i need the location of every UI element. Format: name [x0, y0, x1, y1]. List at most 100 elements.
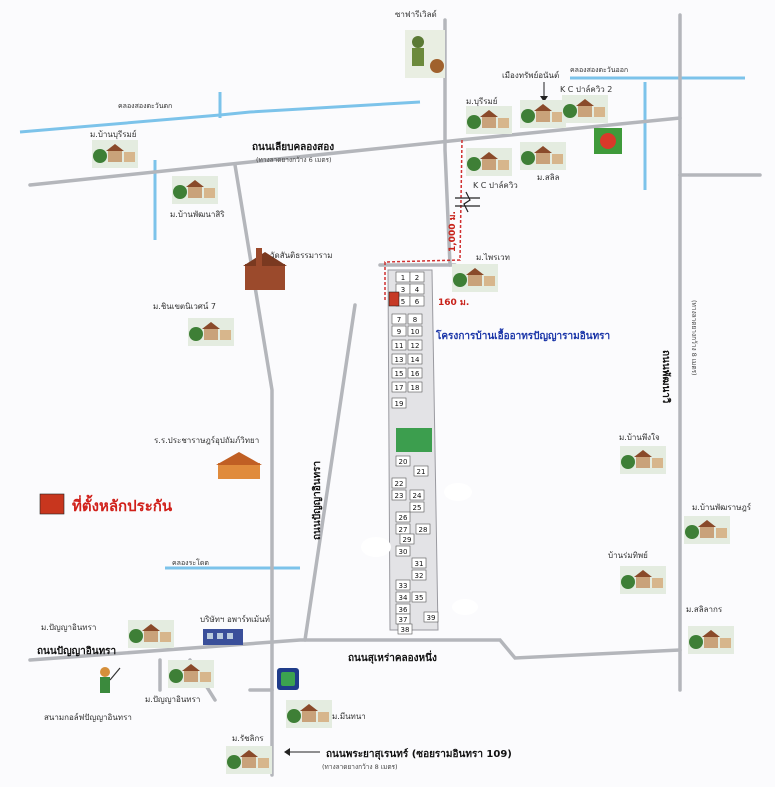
plot-number-15: 15	[395, 370, 404, 378]
plot-15	[391, 367, 407, 379]
house-cluster-icon	[562, 95, 608, 123]
badge-icon	[277, 668, 299, 690]
plot-13	[391, 353, 407, 365]
label-road-phraya-suren: ถนนพระยาสุเรนทร์ (ซอยรามอินทรา 109)	[326, 748, 512, 760]
label-canal-top-left: คลองสองตะวันตก	[118, 102, 172, 110]
plot-number-14: 14	[411, 356, 420, 364]
label-m-buriram: ม.บุรีรมย์	[466, 96, 497, 106]
plot-22	[391, 477, 407, 489]
label-m-baan-phueng-jai: ม.บ้านพึงใจ	[619, 433, 660, 442]
plot-31	[411, 557, 427, 569]
label-m-baan-buri: ม.บ้านบุรีรมย์	[90, 129, 137, 139]
labels: ซาฟารีเวิลด์ เมืองทรัพย์อนันต์ ม.บุรีรมย…	[37, 9, 752, 771]
label-road-panya-left: ถนนปัญญาอินทรา	[37, 645, 116, 657]
label-m-panya-2: ม.ปัญญาอินทรา	[145, 695, 200, 704]
plot-2	[409, 271, 425, 283]
label-road-liab-sub: (ทางลาดยางกว้าง 6 เมตร)	[256, 156, 332, 164]
plot-number-23: 23	[395, 492, 404, 500]
plot-number-7: 7	[397, 316, 401, 324]
plot-number-31: 31	[415, 560, 424, 568]
plot-number-10: 10	[411, 328, 420, 336]
label-road-right-vertical-sub: (ทางลาดยางกว้าง 8 เมตร)	[690, 300, 698, 376]
house-cluster-icon	[520, 142, 566, 170]
plot-number-12: 12	[411, 342, 420, 350]
house-cluster-icon	[688, 626, 734, 654]
plot-number-4: 4	[415, 286, 420, 294]
plot-21	[413, 465, 429, 477]
company-icon	[203, 629, 243, 645]
label-wat: วัดสันติธรรมาราม	[270, 251, 333, 260]
plot-33	[395, 579, 411, 591]
label-m-baan-phatthana-rat: ม.บ้านพัฒราษฎร์	[692, 502, 752, 512]
plot-number-5: 5	[401, 298, 405, 306]
plot-number-11: 11	[395, 342, 404, 350]
school-icon	[216, 452, 262, 479]
plot-number-6: 6	[415, 298, 420, 306]
plot-9	[391, 325, 407, 337]
plot-4	[409, 283, 425, 295]
label-road-phraya-suren-sub: (ทางลาดยางกว้าง 8 เมตร)	[322, 763, 398, 771]
plot-14	[407, 353, 423, 365]
label-muang-sap: เมืองทรัพย์อนันต์	[502, 70, 559, 80]
label-project: โครงการบ้านเอื้ออาทรปัญญารามอินทรา	[435, 328, 610, 342]
plot-12	[407, 339, 423, 351]
plot-20	[395, 455, 411, 467]
label-m-panya-1: ม.ปัญญาอินทรา	[41, 623, 96, 632]
label-m-baan-phatthana: ม.บ้านพัฒนาสิริ	[170, 210, 225, 219]
house-cluster-icon	[128, 620, 174, 648]
plot-35	[411, 591, 427, 603]
label-distance-2: 160 ม.	[438, 298, 469, 308]
label-golf: สนามกอล์ฟปัญญาอินทรา	[44, 712, 132, 722]
house-cluster-icon	[168, 660, 214, 688]
house-cluster-icon	[520, 100, 566, 128]
plot-38	[397, 623, 413, 635]
arrow-pointer-bottom-head	[284, 748, 290, 756]
label-road-right-vertical: ถนนพัฒนาวิ	[660, 350, 672, 404]
plot-29	[399, 533, 415, 545]
plot-10	[407, 325, 423, 337]
plot-number-8: 8	[413, 316, 417, 324]
house-cluster-icon	[92, 140, 138, 168]
plot-number-33: 33	[399, 582, 408, 590]
label-road-panya-vertical: ถนนปัญญาอินทรา	[311, 461, 323, 540]
label-baan-rom-sook: บ้านร่มทิพย์	[608, 550, 648, 560]
plot-number-38: 38	[401, 626, 410, 634]
house-cluster-icon	[172, 176, 218, 204]
house-cluster-icon	[466, 148, 512, 176]
plot-32	[411, 569, 427, 581]
golf-icon	[100, 667, 121, 693]
plot-number-29: 29	[403, 536, 412, 544]
plot-number-18: 18	[411, 384, 420, 392]
plot-number-28: 28	[419, 526, 428, 534]
house-cluster-icon	[620, 446, 666, 474]
house-cluster-icon	[620, 566, 666, 594]
plot-number-13: 13	[395, 356, 404, 364]
plot-number-36: 36	[399, 606, 408, 614]
label-kc-parkview: K C ปาล์ควิว	[473, 180, 518, 190]
plot-6	[409, 295, 425, 307]
plot-number-21: 21	[417, 468, 426, 476]
plot-23	[391, 489, 407, 501]
label-m-salika: ม.สลิลากร	[686, 605, 723, 614]
house-cluster-icon	[466, 106, 512, 134]
plot-number-17: 17	[395, 384, 404, 392]
plot-number-19: 19	[395, 400, 404, 408]
house-cluster-icon	[452, 264, 498, 292]
plot-number-26: 26	[399, 514, 408, 522]
label-road-liab: ถนนเลียบคลองสอง	[252, 141, 334, 153]
plot-number-2: 2	[415, 274, 419, 282]
plot-number-16: 16	[411, 370, 420, 378]
label-road-sukhapiban: ถนนสุเหร่าคลองหนึ่ง	[348, 650, 437, 664]
green-area	[396, 428, 432, 452]
plot-number-3: 3	[401, 286, 405, 294]
plot-number-30: 30	[399, 548, 408, 556]
plot-number-9: 9	[397, 328, 401, 336]
plot-16	[407, 367, 423, 379]
plot-8	[407, 313, 423, 325]
plot-18	[407, 381, 423, 393]
label-company: บริษัทฯ อพาร์ทเม้นท์	[200, 614, 270, 624]
plot-number-34: 34	[399, 594, 408, 602]
house-cluster-icon	[286, 700, 332, 728]
